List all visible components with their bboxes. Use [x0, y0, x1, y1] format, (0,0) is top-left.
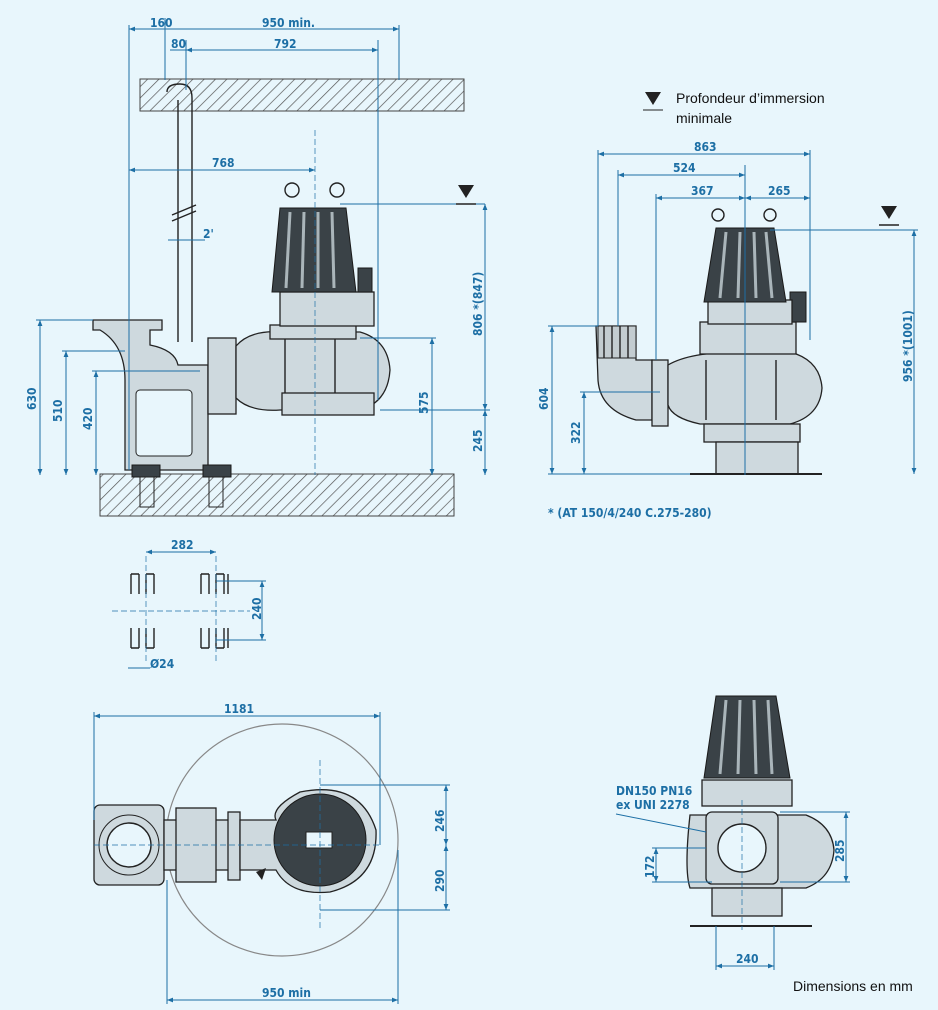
pump-volute: [235, 331, 391, 411]
side-view: 160 950 min. 80 792 768 2' 806 *(847) 63…: [25, 16, 490, 517]
legend-line-2: minimale: [676, 110, 732, 126]
dim-80: 80: [171, 37, 186, 51]
dim-575: 575: [417, 391, 431, 414]
lifting-eye-right: [329, 182, 345, 198]
dim-956: 956 *(1001): [901, 310, 915, 382]
dim-524: 524: [673, 161, 696, 175]
dim-240-flange: 240: [736, 952, 759, 966]
dim-172: 172: [643, 855, 657, 878]
units-note: Dimensions en mm: [793, 978, 913, 994]
flange-view: DN150 PN16 ex UNI 2278 285 172 240: [615, 695, 850, 970]
dim-510: 510: [51, 399, 65, 422]
dim-diameter-24: Ø24: [150, 657, 175, 671]
foot-detail: 282 240 Ø24: [112, 538, 266, 671]
dim-604: 604: [537, 387, 551, 410]
flange-label-uni: ex UNI 2278: [616, 798, 690, 812]
dim-322: 322: [569, 421, 583, 444]
legend-line-1: Profondeur d’immersion: [676, 90, 825, 106]
dim-285: 285: [833, 839, 847, 862]
dim-950-min: 950 min.: [262, 16, 315, 30]
dim-240-foot: 240: [250, 597, 264, 620]
dim-1181: 1181: [224, 702, 254, 716]
dim-282: 282: [171, 538, 194, 552]
ceiling-slab: [139, 78, 465, 112]
lifting-eye-left: [284, 182, 300, 198]
dim-806: 806 *(847): [471, 272, 485, 336]
front-view: 863 524 367 265 956 *(1001) 604 322: [537, 92, 918, 475]
dim-792: 792: [274, 37, 297, 51]
motor-base: [269, 324, 357, 340]
dim-290: 290: [433, 869, 447, 892]
legend-water-level-icon: [645, 92, 661, 105]
dim-950-min-plan: 950 min: [262, 986, 311, 1000]
motor-housing: [271, 207, 357, 293]
dim-160: 160: [150, 16, 173, 30]
dim-246: 246: [433, 809, 447, 832]
dim-420: 420: [81, 407, 95, 430]
flange-view-motor: [703, 695, 791, 779]
flange-label-dn150: DN150 PN16: [616, 784, 692, 798]
pump-flange: [207, 337, 237, 415]
water-level-icon: [458, 185, 474, 198]
footnote: * (AT 150/4/240 C.275-280): [548, 506, 712, 520]
dim-863: 863: [694, 140, 717, 154]
plan-view: 1181 950 min 246 290: [93, 702, 450, 1004]
dim-2-inch: 2': [203, 227, 214, 241]
dim-768: 768: [212, 156, 235, 170]
dim-245: 245: [471, 429, 485, 452]
dim-367: 367: [691, 184, 714, 198]
floor-slab: [99, 473, 455, 517]
dim-265: 265: [768, 184, 791, 198]
guide-pipe: [166, 83, 193, 342]
dim-630: 630: [25, 387, 39, 410]
front-water-level-icon: [881, 206, 897, 219]
